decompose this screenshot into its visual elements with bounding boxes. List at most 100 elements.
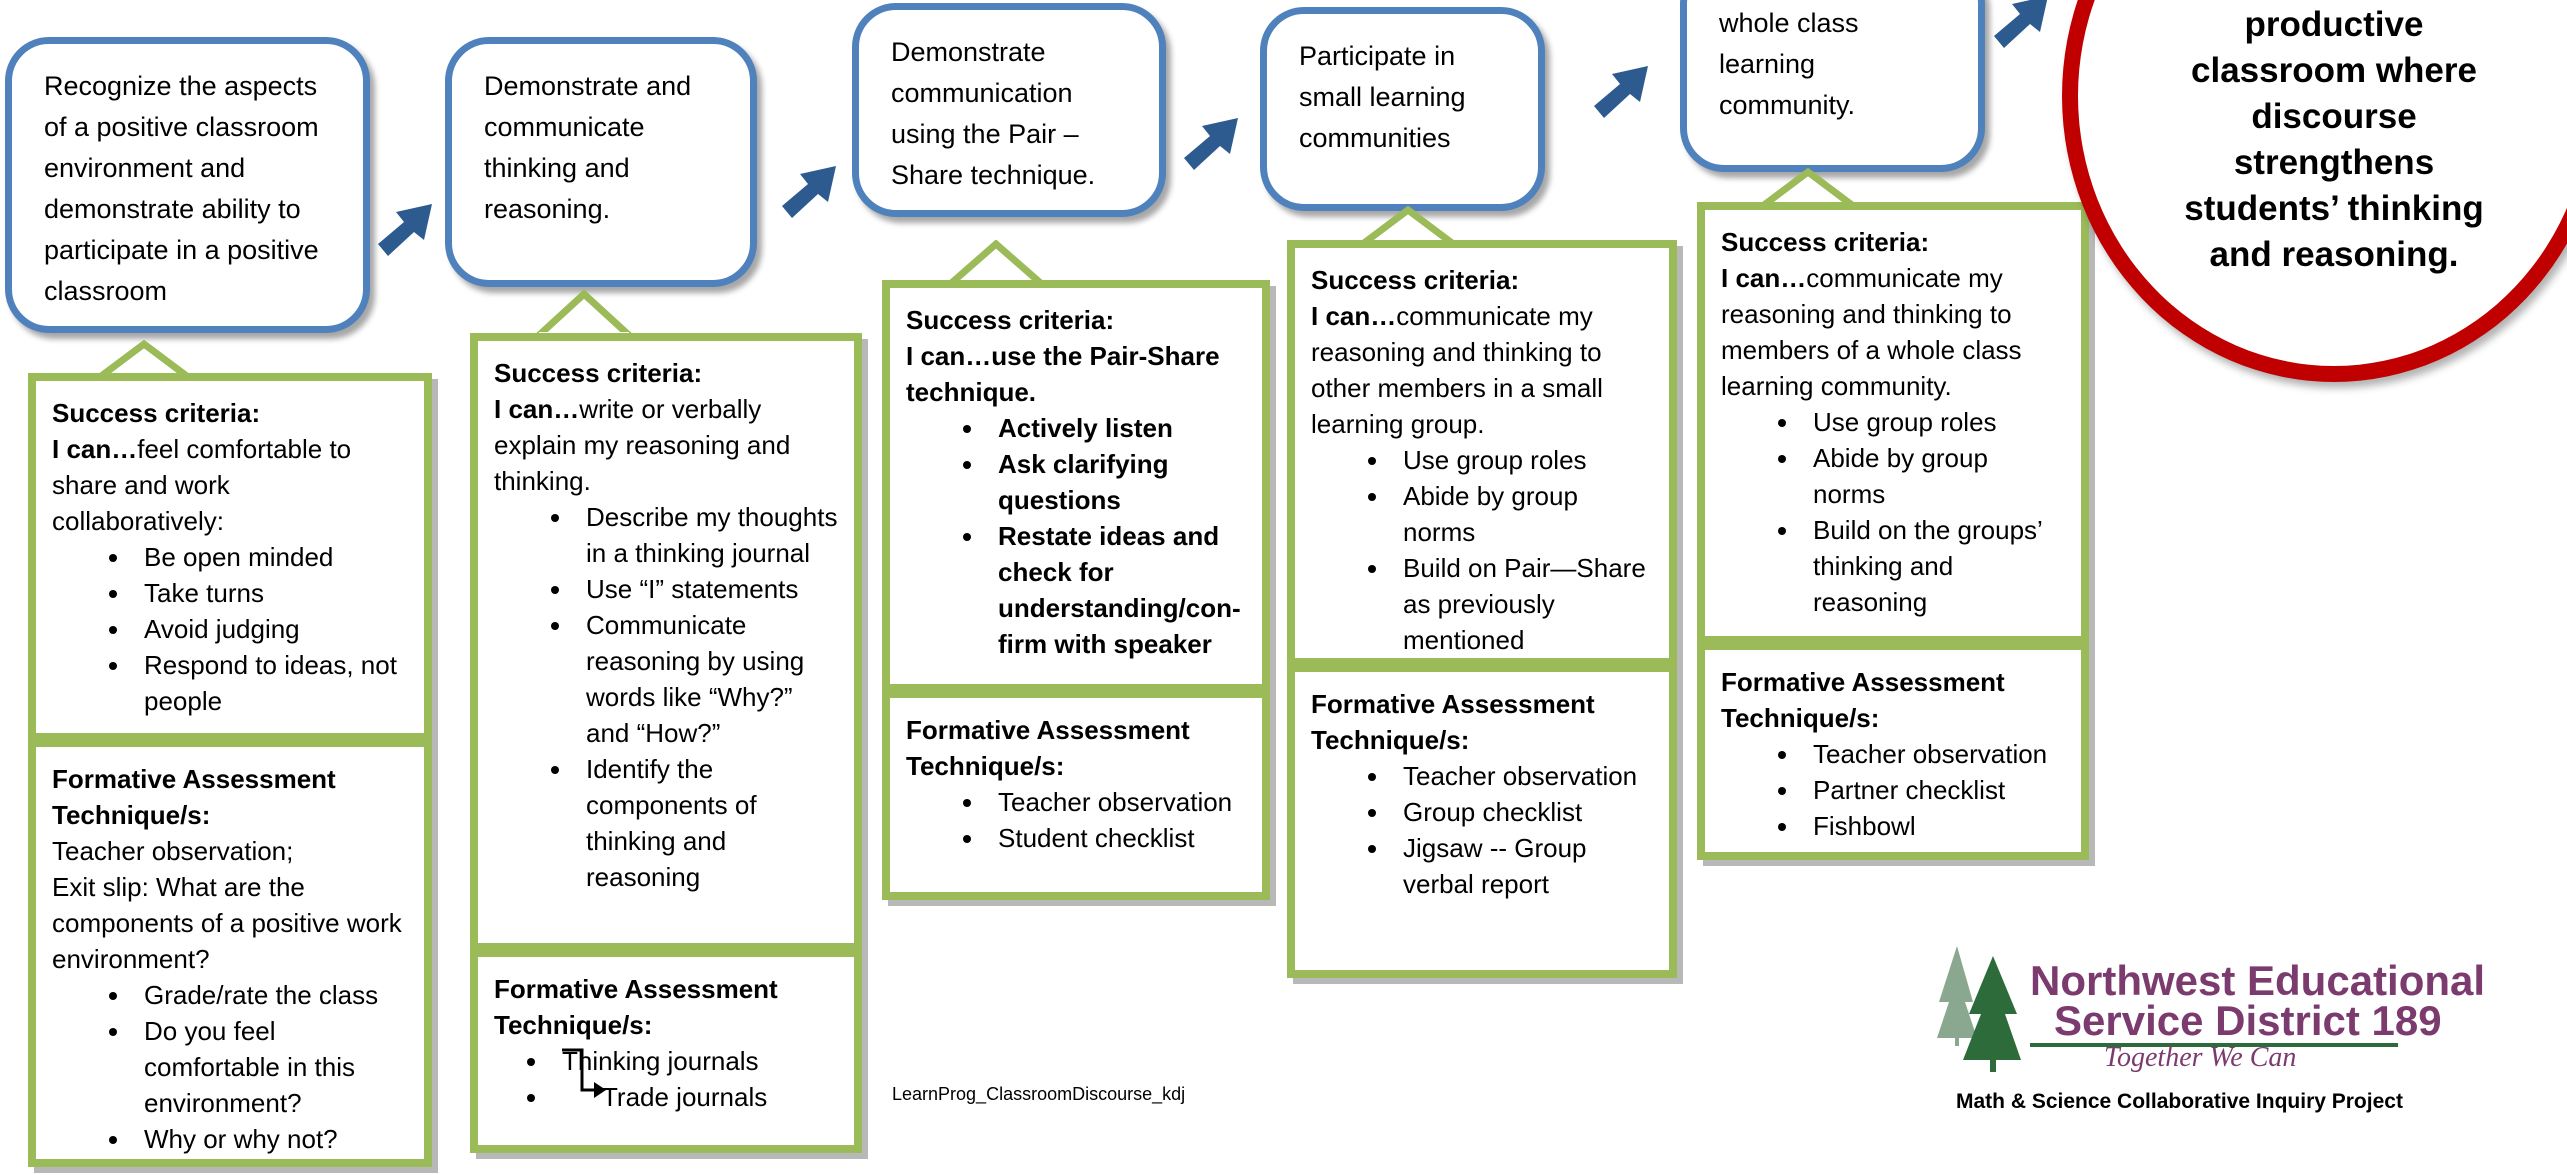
step-4-fa-heading: Formative Assessment Technique/s:: [1311, 689, 1595, 755]
project-name: Math & Science Collaborative Inquiry Pro…: [1956, 1090, 2403, 1113]
list-item: Why or why not?: [132, 1121, 408, 1157]
step-3-assessment-panel: Formative Assessment Technique/s: Teache…: [882, 690, 1270, 900]
step-arrow-icon: [1594, 66, 1648, 118]
step-3-goal-text: Demonstrate communication using the Pair…: [891, 37, 1096, 190]
step-2-goal: Demonstrate and communicate thinking and…: [445, 37, 757, 287]
step-2-fa-list: Thinking journals Trade journals: [494, 1043, 838, 1115]
step-2-assessment-panel: Formative Assessment Technique/s: Thinki…: [470, 949, 862, 1153]
step-3-fa-list: Teacher observation Student checklist: [906, 784, 1246, 856]
logo-divider: [2030, 1043, 2398, 1047]
step-5-success-panel: Success criteria: I can…communicate my r…: [1697, 202, 2089, 644]
list-item: Actively listen: [986, 410, 1246, 446]
step-4-goal: Participate in small learning communitie…: [1260, 7, 1545, 211]
step-1-fa-text: Teacher observation;: [52, 836, 294, 866]
list-item: Use group roles: [1391, 442, 1653, 478]
list-item: Abide by group norms: [1801, 440, 2065, 512]
step-1-goal: Recognize the aspects of a positive clas…: [5, 37, 370, 333]
list-item: Group checklist: [1391, 794, 1653, 830]
logo-line-1: Northwest Educational: [2030, 957, 2486, 1004]
step-5-ican-label: I can…: [1721, 263, 1807, 293]
step-4-ican-label: I can…: [1311, 301, 1397, 331]
step-arrow-icon: [782, 166, 836, 218]
step-5-fa-list: Teacher observation Partner checklist Fi…: [1721, 736, 2065, 844]
list-item: Fishbowl: [1801, 808, 2065, 844]
step-5-success-list: Use group roles Abide by group norms Bui…: [1721, 404, 2065, 620]
step-2-fa-heading: Formative Assessment Technique/s:: [494, 974, 778, 1040]
list-item: Restate ideas and check for understandin…: [986, 518, 1246, 662]
step-arrow-icon: [378, 204, 432, 256]
step-1-ican: I can…feel comfortable to share and work…: [52, 431, 408, 539]
step-4-ican-text: communicate my reasoning and thinking to…: [1311, 301, 1603, 439]
logo-tagline: Together We Can: [2104, 1042, 2297, 1073]
step-2-goal-text: Demonstrate and communicate thinking and…: [484, 71, 692, 224]
list-item: Student checklist: [986, 820, 1246, 856]
list-item: Describe my thoughts in a thinking journ…: [574, 499, 838, 571]
list-item: Teacher observation: [986, 784, 1246, 820]
step-1-goal-text: Recognize the aspects of a positive clas…: [44, 71, 319, 306]
step-4-success-heading: Success criteria:: [1311, 265, 1520, 295]
step-5-success-heading: Success criteria:: [1721, 227, 1930, 257]
logo-line-2: Service District 189: [2054, 997, 2442, 1044]
step-3-success-panel: Success criteria: I can…use the Pair-Sha…: [882, 280, 1270, 692]
step-3-success-list: Actively listen Ask clarifying questions…: [906, 410, 1246, 662]
list-item: Respond to ideas, not people: [132, 647, 408, 719]
step-5-fa-heading: Formative Assessment Technique/s:: [1721, 667, 2005, 733]
step-5-assessment-panel: Formative Assessment Technique/s: Teache…: [1697, 642, 2089, 860]
step-1-success-panel: Success criteria: I can…feel comfortable…: [28, 373, 432, 741]
step-2-success-panel: Success criteria: I can…write or verball…: [470, 333, 862, 951]
list-item: Ask clarifying questions: [986, 446, 1246, 518]
tree-logo-icon: [1937, 946, 2021, 1072]
step-4-assessment-panel: Formative Assessment Technique/s: Teache…: [1287, 664, 1677, 978]
list-item: Do you feel comfortable in this environm…: [132, 1013, 408, 1121]
list-item: Teacher observation: [1391, 758, 1653, 794]
elbow-arrow-icon: [562, 1048, 606, 1098]
list-item: Build on Pair—Share as previously mentio…: [1391, 550, 1653, 658]
step-2-ican-text: write or verbally explain my reasoning a…: [494, 394, 791, 496]
step-5-ican-text: communicate my reasoning and thinking to…: [1721, 263, 2022, 401]
step-2-pointer: [536, 290, 632, 338]
list-item: Avoid judging: [132, 611, 408, 647]
list-item: Take turns: [132, 575, 408, 611]
list-item: Be open minded: [132, 539, 408, 575]
step-3-fa-heading: Formative Assessment Technique/s:: [906, 715, 1190, 781]
step-1-ican-text: feel comfortable to share and work colla…: [52, 434, 352, 536]
step-2-success-heading: Success criteria:: [494, 358, 703, 388]
step-4-goal-text: Participate in small learning communitie…: [1299, 41, 1466, 153]
list-item: Build on the groups’ thinking and reason…: [1801, 512, 2065, 620]
step-2-success-list: Describe my thoughts in a thinking journ…: [494, 499, 838, 895]
step-3-goal: Demonstrate communication using the Pair…: [852, 3, 1166, 217]
list-item: Abide by group norms: [1391, 478, 1653, 550]
step-arrow-icon: [1184, 118, 1238, 170]
list-item: Jigsaw -- Group verbal report: [1391, 830, 1653, 902]
step-3-ican: I can…use the Pair-Share technique.: [906, 338, 1246, 410]
step-1-ican-label: I can…: [52, 434, 138, 464]
step-4-ican: I can…communicate my reasoning and think…: [1311, 298, 1653, 442]
goal-circle-text: productive classroom where discourse str…: [2184, 5, 2484, 274]
list-item: Thinking journals: [550, 1043, 838, 1079]
list-item: Trade journals: [550, 1079, 838, 1115]
step-1-fa-list: Grade/rate the class Do you feel comfort…: [52, 977, 408, 1157]
step-5-goal-text: whole class learning community.: [1719, 8, 1859, 120]
step-1-fa-heading: Formative Assessment Technique/s:: [52, 764, 336, 830]
step-arrow-icon: [1994, 0, 2048, 48]
goal-circle: productive classroom where discourse str…: [2062, 0, 2567, 382]
step-4-fa-list: Teacher observation Group checklist Jigs…: [1311, 758, 1653, 902]
step-2-ican-label: I can…: [494, 394, 580, 424]
list-item: Grade/rate the class: [132, 977, 408, 1013]
step-5-ican: I can…communicate my reasoning and think…: [1721, 260, 2065, 404]
step-1-success-list: Be open minded Take turns Avoid judging …: [52, 539, 408, 719]
list-item: Teacher observation: [1801, 736, 2065, 772]
step-1-assessment-panel: Formative Assessment Technique/s: Teache…: [28, 739, 432, 1167]
step-1-success-heading: Success criteria:: [52, 398, 261, 428]
step-1-fa-text: Exit slip: What are the components of a …: [52, 872, 402, 974]
list-item: Identify the components of thinking and …: [574, 751, 838, 895]
step-2-ican: I can…write or verbally explain my reaso…: [494, 391, 838, 499]
step-4-success-panel: Success criteria: I can…communicate my r…: [1287, 240, 1677, 666]
list-item: Use “I” statements: [574, 571, 838, 607]
step-3-ican-label: I can…use the Pair-Share technique.: [906, 341, 1220, 407]
document-code: LearnProg_ClassroomDiscourse_kdj: [892, 1084, 1186, 1104]
list-item: Communicate reasoning by using words lik…: [574, 607, 838, 751]
list-item: Use group roles: [1801, 404, 2065, 440]
step-4-success-list: Use group roles Abide by group norms Bui…: [1311, 442, 1653, 658]
list-item: Partner checklist: [1801, 772, 2065, 808]
